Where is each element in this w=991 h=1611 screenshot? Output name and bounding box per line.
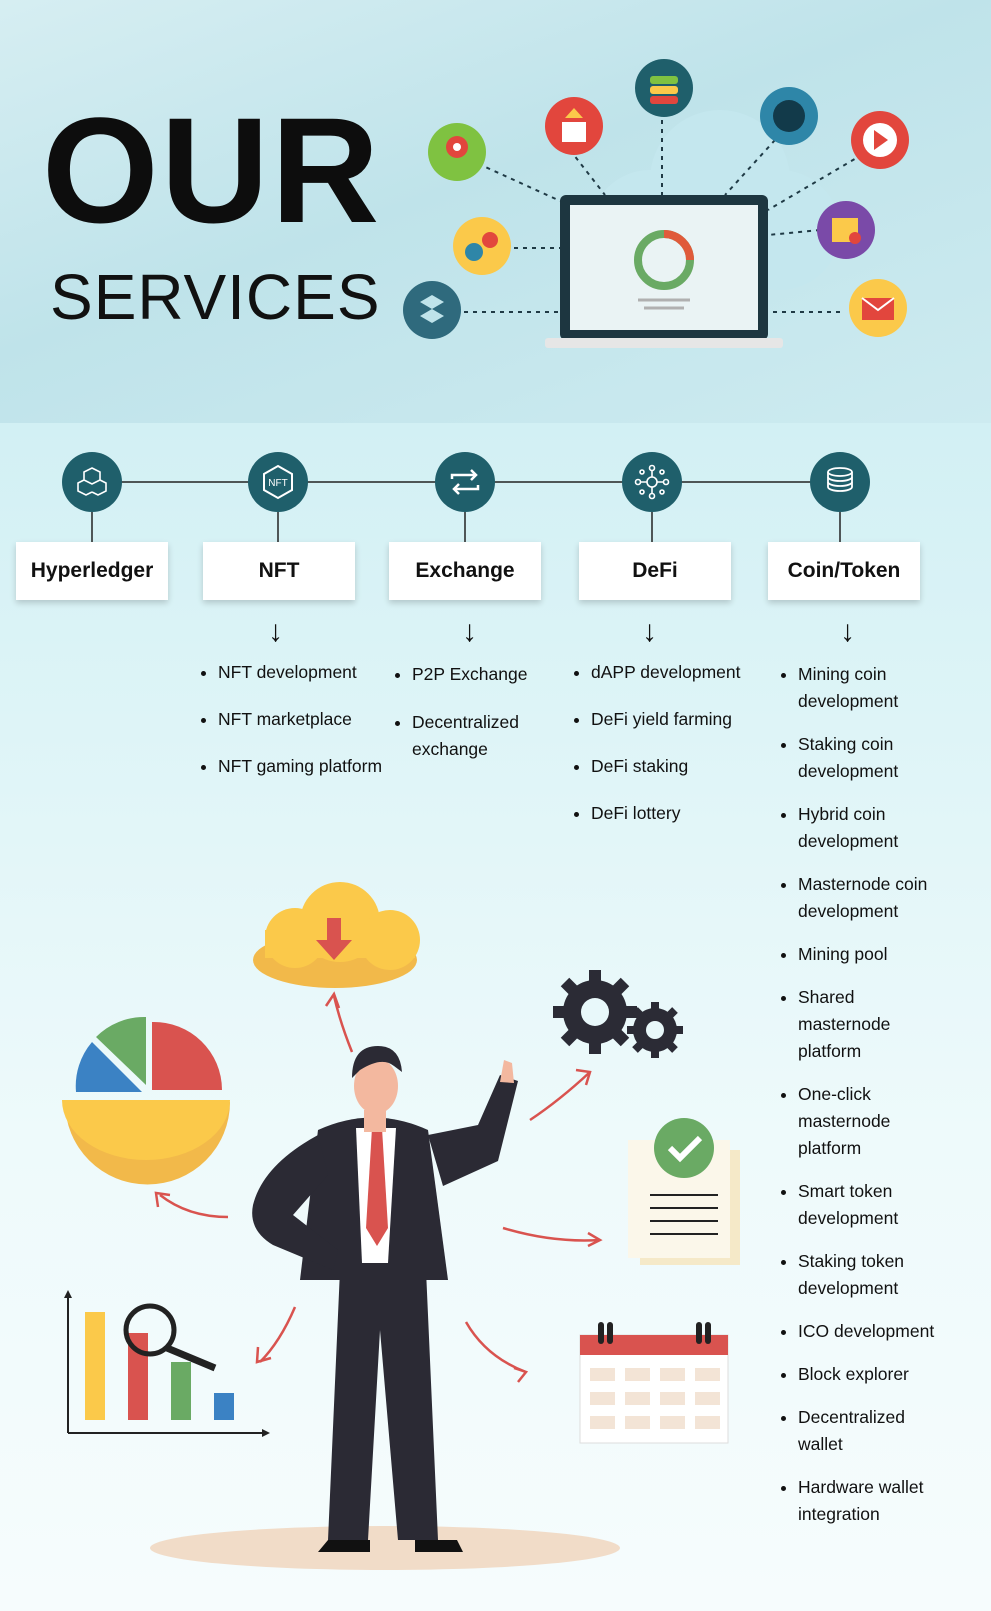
dropbox-icon [403,281,461,339]
category-defi: DeFi [579,542,731,600]
defi-service-list: dAPP development DeFi yield farming DeFi… [573,659,781,827]
approved-document-icon [628,1118,740,1265]
svg-text:NFT: NFT [268,478,287,489]
down-arrow-icon: ↓ [268,615,283,648]
exchange-service-list: P2P Exchange Decentralized exchange [394,661,562,763]
list-item: Staking token development [798,1248,923,1302]
list-item: One-click masternode platform [798,1081,923,1162]
calendar-icon [579,1322,729,1444]
globe-icon [760,87,818,145]
services-section [0,423,991,1611]
category-coin-token: Coin/Token [768,542,920,600]
gears-icon [553,970,683,1058]
list-item: NFT gaming platform [218,753,408,780]
nft-service-list: NFT development NFT marketplace NFT gami… [200,659,408,780]
page-title: OUR [42,86,382,254]
list-item: Decentralized exchange [412,709,532,763]
list-item: Mining pool [798,941,983,968]
coin-token-service-list: Mining coin development Staking coin dev… [780,661,983,1528]
businessman-figure [252,1046,518,1552]
category-hyperledger: Hyperledger [16,542,168,600]
list-item: Hybrid coin development [798,801,923,855]
floor-shadow [150,1526,620,1570]
list-item: Block explorer [798,1361,983,1388]
list-item: NFT marketplace [218,706,408,733]
list-item: Masternode coin development [798,871,953,925]
category-exchange: Exchange [389,542,541,600]
map-pin-icon [428,123,486,181]
list-item: Smart token development [798,1178,923,1232]
list-item: DeFi yield farming [591,706,781,733]
nft-badge-icon: NFT [248,452,308,512]
play-icon [851,111,909,169]
curved-arrows [154,991,603,1383]
package-icon [817,201,875,259]
network-node-icon [622,452,682,512]
list-item: Hardware wallet integration [798,1474,958,1528]
list-item: Decentralized wallet [798,1404,923,1458]
blockchain-cube-icon [62,452,122,512]
list-item: ICO development [798,1318,983,1345]
page-subtitle: SERVICES [50,261,381,333]
mail-icon [849,279,907,337]
database-icon [635,59,693,117]
list-item: Shared masternode platform [798,984,923,1065]
laptop-icon [545,195,783,348]
list-item: NFT development [218,659,408,686]
list-item: P2P Exchange [412,661,562,688]
hero-illustration [403,59,909,348]
list-item: DeFi lottery [591,800,781,827]
list-item: DeFi staking [591,753,781,780]
down-arrow-icon: ↓ [462,615,477,648]
cloud-download-icon [253,882,420,988]
list-item: Mining coin development [798,661,923,715]
category-nft: NFT [203,542,355,600]
list-item: Staking coin development [798,731,923,785]
pie-chart-icon [62,1016,230,1185]
down-arrow-icon: ↓ [642,615,657,648]
bar-chart-search-icon [64,1290,270,1437]
settings-icon [453,217,511,275]
exchange-arrows-icon [435,452,495,512]
list-item: dAPP development [591,659,781,686]
upload-icon [545,97,603,155]
down-arrow-icon: ↓ [840,615,855,648]
coin-stack-icon [810,452,870,512]
